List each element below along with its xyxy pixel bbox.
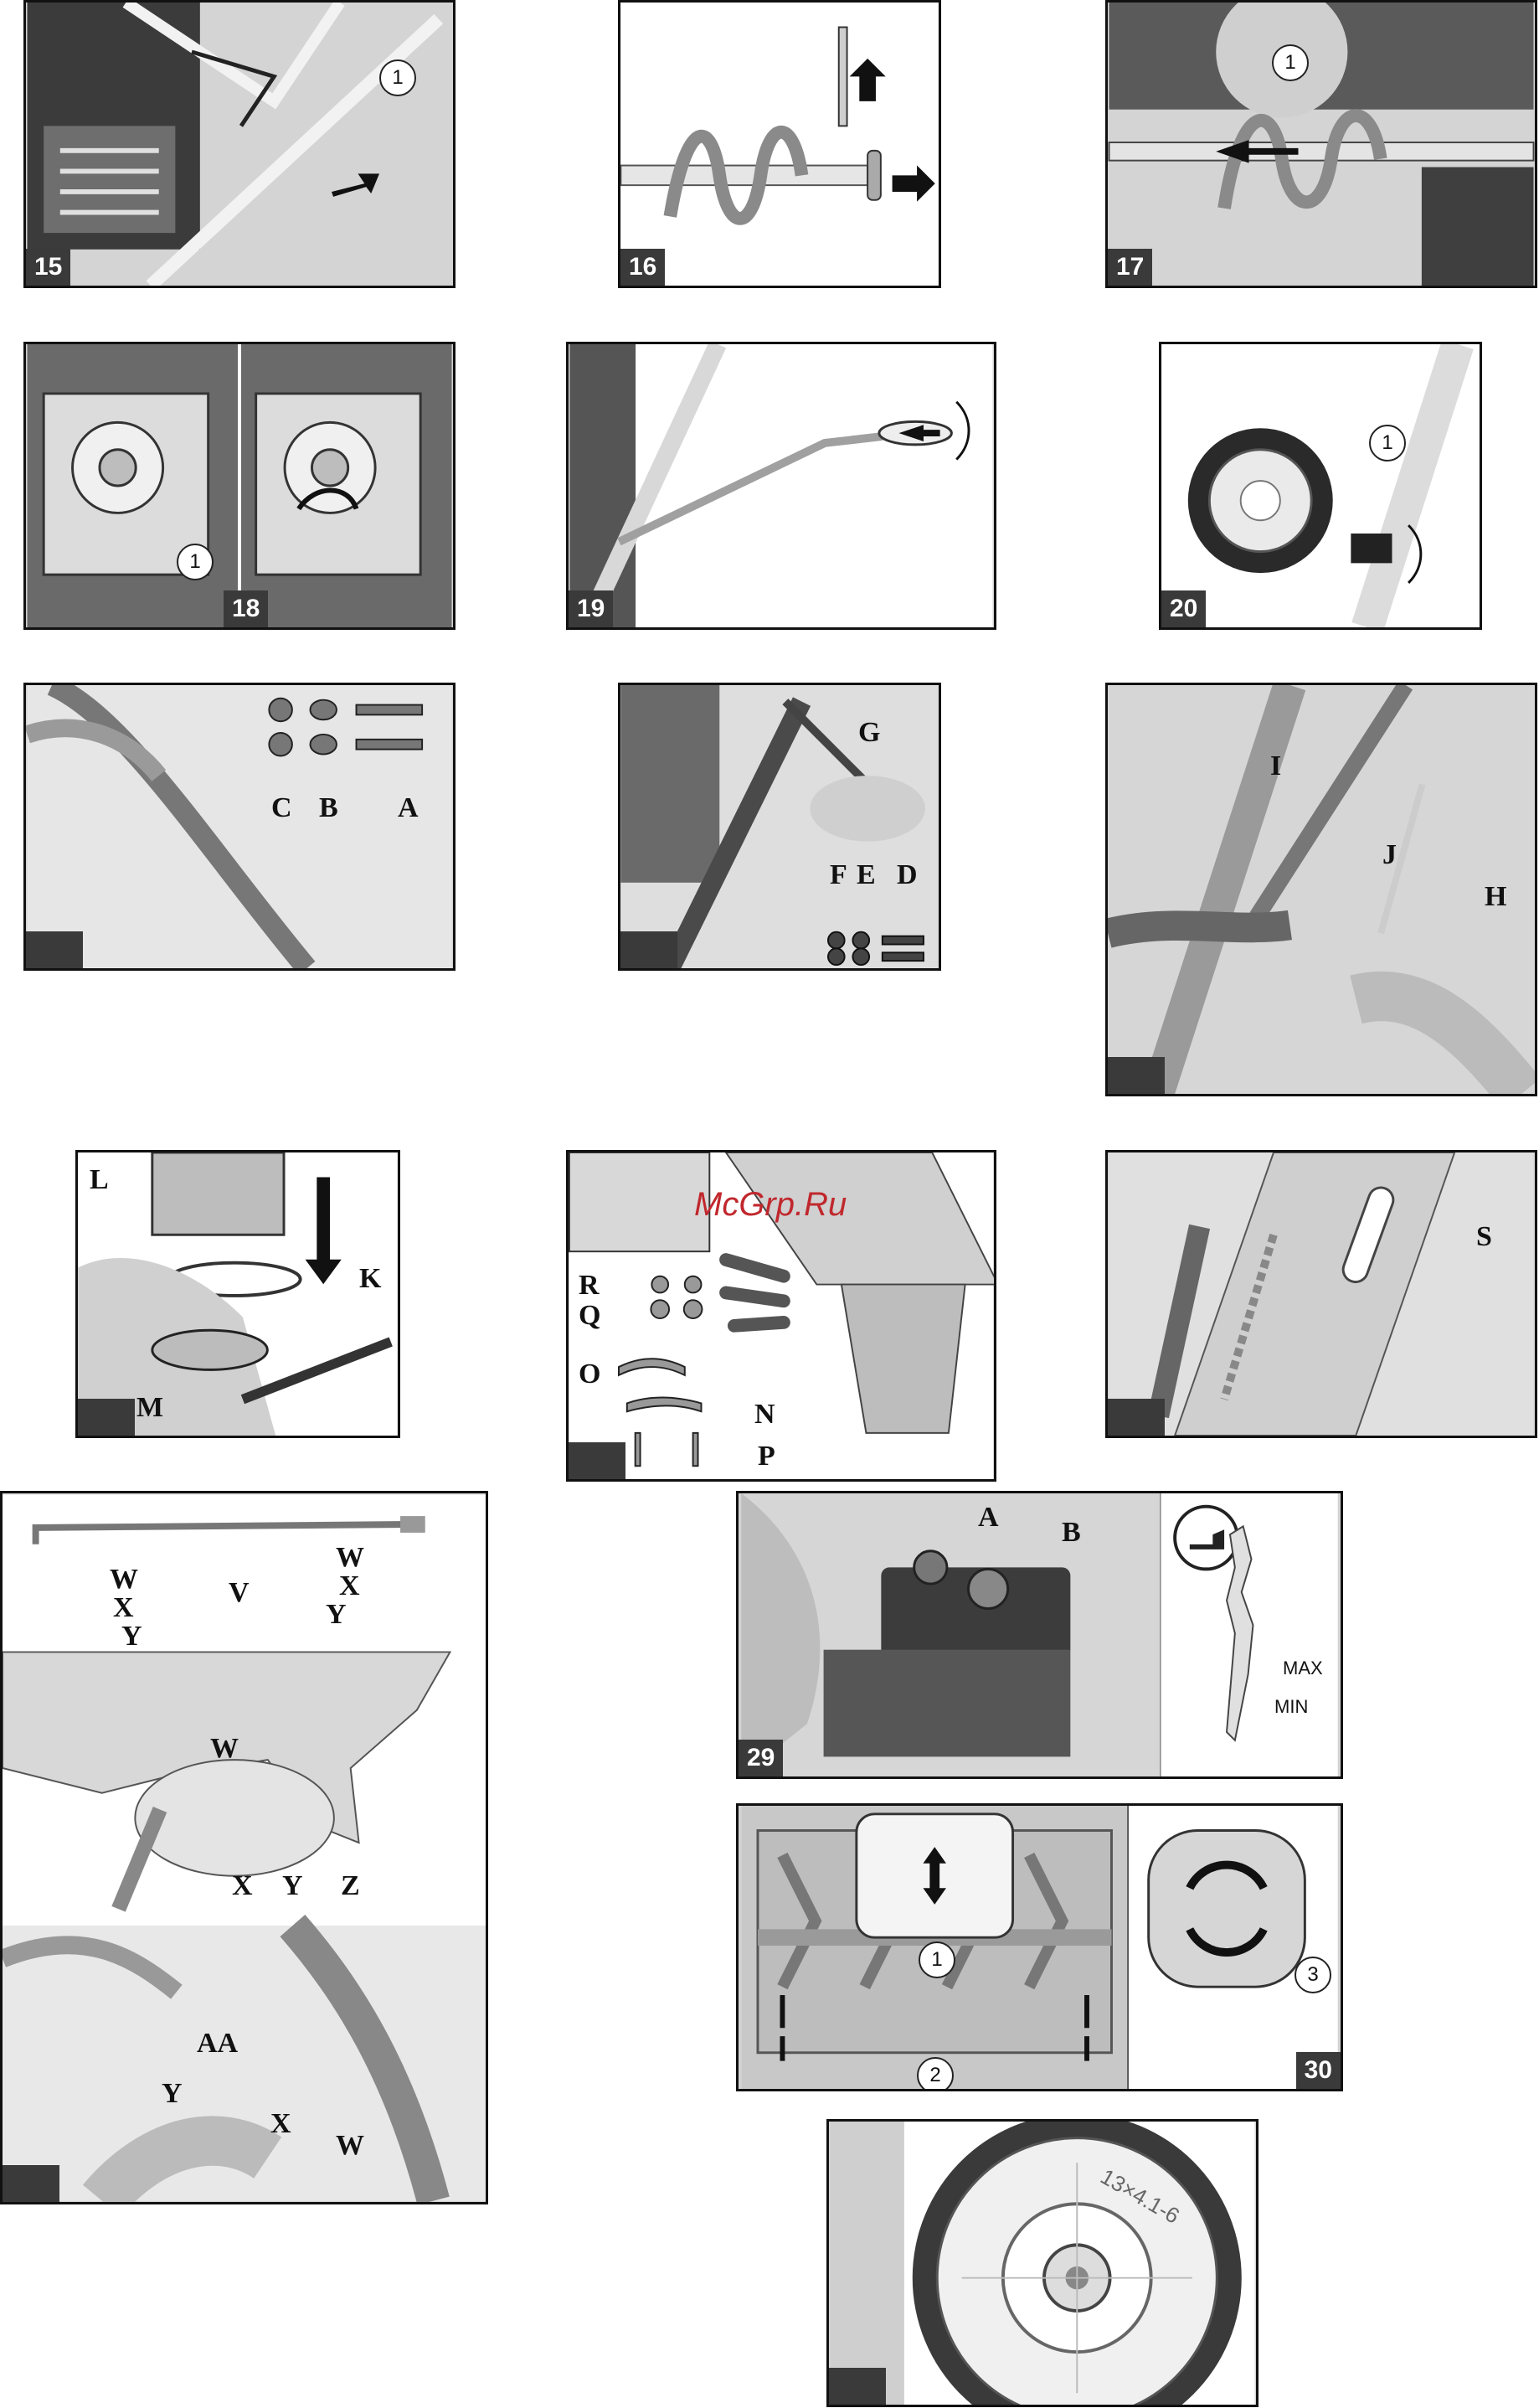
figure-25-label-o: O xyxy=(579,1360,600,1389)
figure-30-callout-1: 1 xyxy=(919,1941,955,1978)
figure-27-label-v: V xyxy=(229,1579,250,1607)
dipstick-max-label: MAX xyxy=(1283,1659,1323,1678)
figure-18-illustration xyxy=(26,344,453,627)
figure-23-label-j: J xyxy=(1382,841,1397,869)
dipstick-min-label: MIN xyxy=(1274,1698,1308,1716)
figure-27-label-y-bottom: Y xyxy=(162,2080,183,2108)
figure-22-label-g: G xyxy=(858,719,880,747)
figure-15-illustration xyxy=(26,3,453,286)
figure-29: A B MAX MIN 29 xyxy=(736,1491,1343,1779)
figure-22-label-f: F xyxy=(830,861,847,889)
figure-27-label-x-top-right: X xyxy=(339,1572,360,1601)
figure-17-illustration xyxy=(1108,3,1535,286)
figure-23-illustration xyxy=(1108,685,1535,1094)
figure-15-number: 15 xyxy=(26,249,70,286)
figure-26-illustration xyxy=(1108,1152,1535,1436)
figure-30: 1 2 3 30 xyxy=(736,1803,1343,2091)
figure-27-label-x-top-left: X xyxy=(113,1594,134,1622)
figure-25-label-n: N xyxy=(754,1400,775,1429)
figure-27-label-w-top-right: W xyxy=(336,1544,364,1572)
figure-16: 16 xyxy=(618,0,941,288)
figure-23-label-i: I xyxy=(1270,752,1281,781)
figure-24-label-l: L xyxy=(90,1166,109,1194)
figure-30-number: 30 xyxy=(1296,2052,1341,2089)
figure-26-number xyxy=(1108,1399,1165,1436)
figure-30-illustration xyxy=(739,1806,1341,2089)
figure-21-label-b: B xyxy=(319,794,338,822)
figure-30-callout-2: 2 xyxy=(917,2057,954,2091)
figure-27: W X Y V W X Y W X Y Z AA Y X W xyxy=(0,1491,488,2204)
figure-19: 19 xyxy=(566,342,996,630)
figure-20-number: 20 xyxy=(1161,590,1206,627)
figure-27-label-z: Z xyxy=(341,1872,360,1900)
figure-23-number xyxy=(1108,1057,1165,1094)
figure-30-callout-3: 3 xyxy=(1295,1957,1331,1993)
figure-31: 13×4.1-6 xyxy=(826,2119,1258,2407)
figure-20: 1 20 xyxy=(1159,342,1482,630)
figure-31-number xyxy=(829,2368,886,2405)
figure-29-illustration xyxy=(739,1493,1341,1776)
figure-22-illustration xyxy=(620,685,939,968)
figure-23-label-h: H xyxy=(1485,883,1506,911)
figure-25-label-q: Q xyxy=(579,1302,600,1330)
figure-23: I J H xyxy=(1105,683,1537,1096)
figure-24-illustration xyxy=(78,1152,398,1436)
figure-21-number xyxy=(26,931,83,968)
figure-16-illustration xyxy=(620,3,939,286)
figure-27-label-w-mid: W xyxy=(210,1735,239,1763)
figure-21-label-c: C xyxy=(271,794,292,822)
figure-25-label-p: P xyxy=(758,1442,775,1471)
figure-21-label-a: A xyxy=(398,794,419,822)
figure-22: G F E D xyxy=(618,683,941,971)
figure-22-number xyxy=(620,931,677,968)
figure-22-label-e: E xyxy=(857,861,876,889)
figure-29-label-a: A xyxy=(978,1503,999,1532)
figure-24-label-k: K xyxy=(359,1265,381,1293)
figure-18-callout-1: 1 xyxy=(177,544,214,580)
figure-27-label-y-mid: Y xyxy=(282,1872,303,1900)
figure-21-illustration xyxy=(26,685,453,968)
figure-15: 1 15 xyxy=(23,0,456,288)
figure-16-number: 16 xyxy=(620,249,665,286)
figure-27-label-w-top-left: W xyxy=(110,1565,138,1594)
figure-24-label-m: M xyxy=(136,1394,163,1422)
figure-19-illustration xyxy=(569,344,994,627)
figure-24-number xyxy=(78,1399,135,1436)
figure-27-label-w-bottom: W xyxy=(336,2132,364,2160)
figure-27-number xyxy=(3,2165,59,2202)
figure-20-callout-1: 1 xyxy=(1369,425,1406,461)
figure-21: C B A xyxy=(23,683,456,971)
figure-27-label-x-mid: X xyxy=(232,1872,253,1900)
figure-18-number: 18 xyxy=(224,590,268,627)
figure-26: S xyxy=(1105,1150,1537,1438)
figure-20-illustration xyxy=(1161,344,1480,627)
figure-29-number: 29 xyxy=(739,1740,783,1776)
figure-31-illustration xyxy=(829,2122,1256,2405)
figure-17-callout-1: 1 xyxy=(1272,44,1309,81)
figure-22-label-d: D xyxy=(897,861,918,889)
figure-25: McGrp.Ru R Q O N P xyxy=(566,1150,996,1482)
figure-25-number xyxy=(569,1442,625,1479)
figure-27-label-x-bottom: X xyxy=(270,2110,291,2138)
figure-17: 1 17 xyxy=(1105,0,1537,288)
figure-25-label-r: R xyxy=(579,1271,600,1300)
figure-29-label-b: B xyxy=(1062,1519,1081,1547)
figure-27-label-aa: AA xyxy=(197,2029,238,2058)
figure-26-label-s: S xyxy=(1476,1223,1492,1251)
watermark: McGrp.Ru xyxy=(694,1186,847,1224)
figure-15-callout-1: 1 xyxy=(379,59,416,96)
figure-27-label-y-top-left: Y xyxy=(121,1622,142,1651)
figure-17-number: 17 xyxy=(1108,249,1152,286)
figure-24: L K M xyxy=(75,1150,400,1438)
figure-19-number: 19 xyxy=(569,590,613,627)
figure-18: 1 18 xyxy=(23,342,456,630)
figure-27-label-y-top-right: Y xyxy=(326,1601,347,1629)
